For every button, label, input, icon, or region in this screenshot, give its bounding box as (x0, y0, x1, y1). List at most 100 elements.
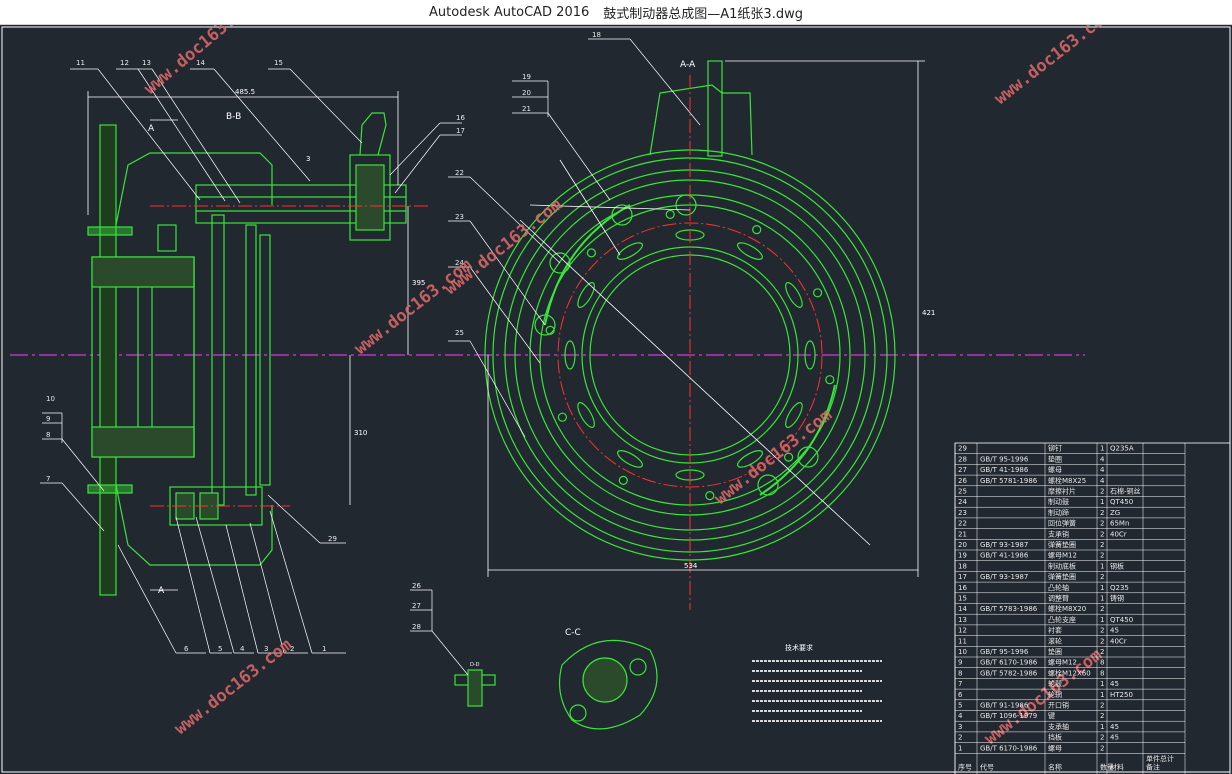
bom-cell: GB/T 5781-1986 (980, 477, 1038, 485)
bom-cell: QT450 (1110, 498, 1133, 506)
bom-cell: 制动鼓 (1048, 497, 1069, 506)
bom-cell: 1 (1100, 680, 1104, 688)
watermark-4: www.doc163.com (991, 25, 1116, 109)
bom-cell: 回位弹簧 (1048, 519, 1076, 528)
adjuster-lever (707, 60, 723, 157)
bom-cell: 45 (1110, 734, 1119, 742)
section-view-aa[interactable] (484, 60, 896, 561)
bom-header-cell: 代号 (980, 763, 994, 772)
tech-requirements-text (752, 660, 882, 722)
bom-footer-label: 总计 (1160, 754, 1174, 763)
bom-cell: 开口销 (1048, 701, 1069, 710)
bom-cell: 石棉-铜丝 (1110, 487, 1141, 496)
bom-cell: 2 (1100, 712, 1104, 720)
bom-cell: 21 (958, 530, 967, 538)
bom-cell: 垫圈 (1048, 647, 1062, 656)
bom-cell: 25 (958, 488, 967, 496)
bom-cell: 3 (958, 723, 962, 731)
bom-cell: 凸轮支座 (1048, 615, 1076, 624)
watermarks: www.doc163.comwww.doc163.comwww.doc163.c… (140, 25, 1116, 749)
bom-cell: GB/T 41-1986 (980, 466, 1029, 474)
balloon-7: 7 (46, 475, 50, 483)
balloon-23: 23 (455, 213, 464, 221)
bom-cell: 40Cr (1110, 530, 1127, 538)
bom-cell: 8 (1100, 659, 1104, 667)
bom-cell: 挡板 (1048, 733, 1062, 742)
bom-cell: 1 (1100, 595, 1104, 603)
bom-cell: 制动蹄 (1048, 508, 1069, 517)
leaders-right (448, 38, 701, 438)
hub-bottom-outline (115, 484, 273, 566)
dim-small-s: 3 (306, 155, 310, 163)
view-label-dd: D-D (470, 662, 480, 668)
brake-shoe-upper (544, 204, 631, 326)
bom-header-cell: 名称 (1048, 763, 1062, 772)
bom-cell: 13 (958, 616, 967, 624)
dims-right (487, 60, 925, 577)
bom-cell: 17 (958, 573, 967, 581)
bom-cell: 2 (958, 734, 962, 742)
section-view-dd[interactable] (454, 669, 496, 707)
bom-cell: 5 (958, 702, 962, 710)
bom-cell: 12 (958, 627, 967, 635)
section-view-cc[interactable] (559, 639, 658, 730)
bom-cell: 2 (1100, 530, 1104, 538)
bom-cell: 轮毂 (1048, 679, 1062, 688)
balloon-9: 9 (46, 415, 50, 423)
bom-cell: HT250 (1110, 691, 1133, 699)
bom-cell: 27 (958, 466, 967, 474)
wheel-flange-hatch (99, 124, 117, 596)
bom-cell: 1 (1100, 584, 1104, 592)
bom-cell: GB/T 95-1996 (980, 648, 1029, 656)
bom-cell: 支承销 (1048, 529, 1069, 538)
bom-cell: 9 (958, 659, 962, 667)
section-view-bb[interactable] (87, 112, 407, 596)
bom-cell: 45 (1110, 723, 1119, 731)
dim-width-bottom: 534 (684, 562, 698, 570)
bom-cell: 2 (1100, 509, 1104, 517)
bom-cell: 螺母M12 (1048, 551, 1077, 560)
bom-cell: 14 (958, 605, 967, 613)
bom-cell: 1 (1100, 691, 1104, 699)
slack-adjuster (349, 154, 391, 241)
bom-cell: 1 (1100, 616, 1104, 624)
bom-cell: 衬套 (1048, 626, 1062, 635)
balloon-20: 20 (522, 89, 531, 97)
leaders-left (40, 68, 462, 654)
balloon-28: 28 (412, 623, 421, 631)
balloon-6: 6 (184, 645, 189, 653)
balloon-4: 4 (240, 645, 245, 653)
bom-cell: 螺母 (1048, 465, 1062, 474)
bom-cell: GB/T 6170-1986 (980, 659, 1038, 667)
bom-cell: 1 (958, 744, 962, 752)
balloon-22: 22 (455, 169, 464, 177)
bom-cell: ZG (1110, 509, 1120, 517)
shoe-plate (245, 224, 257, 496)
bom-cell: 20 (958, 541, 967, 549)
view-label-bb: B-B (226, 112, 241, 122)
bom-footer-label: 单件 (1146, 754, 1160, 763)
balloon-3: 3 (264, 645, 268, 653)
cc-center (582, 657, 628, 703)
drawing-border (1, 26, 1231, 773)
bom-cell: 2 (1100, 573, 1104, 581)
balloon-25: 25 (455, 329, 464, 337)
bom-cell: 24 (958, 498, 967, 506)
bolt-top (87, 226, 133, 236)
bom-cell: 11 (958, 637, 967, 645)
bom-cell: GB/T 93-1987 (980, 541, 1028, 549)
bom-cell: 2 (1100, 605, 1104, 613)
bom-cell: GB/T 1096-1979 (980, 712, 1037, 720)
bom-cell: Q235 (1110, 584, 1129, 592)
bom-cell: GB/T 6170-1986 (980, 744, 1038, 752)
dim-height-left2: 310 (354, 429, 367, 437)
balloon-13: 13 (142, 59, 151, 67)
bom-cell: 螺母M12 (1048, 658, 1077, 667)
bom-cell: 19 (958, 552, 967, 560)
bolt-holes (545, 209, 835, 501)
